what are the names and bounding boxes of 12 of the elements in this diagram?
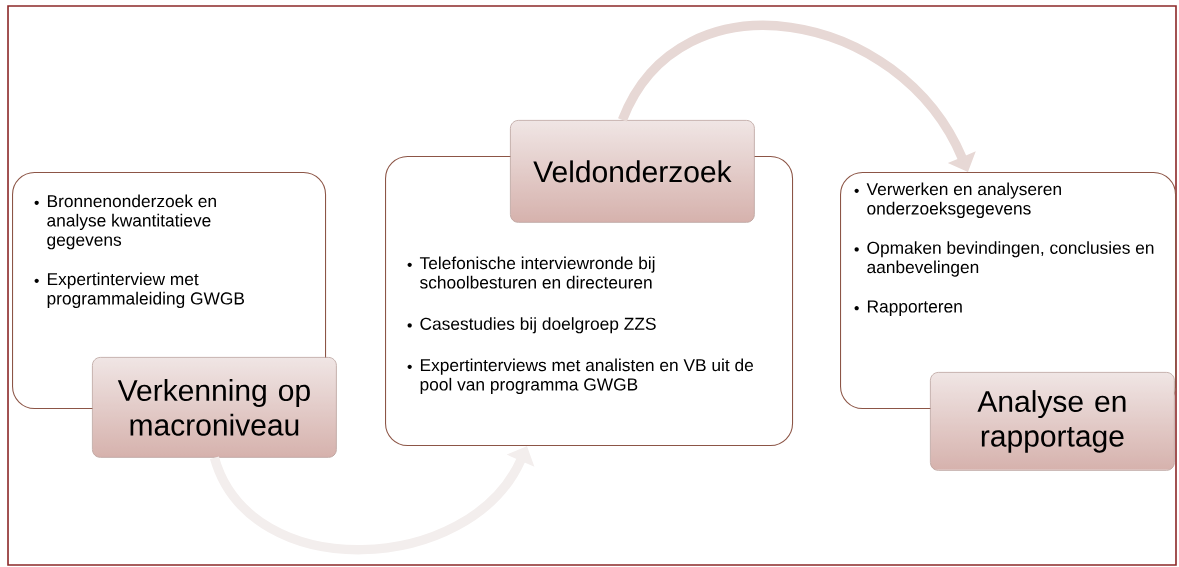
curved-arrow: [618, 20, 976, 172]
title-box: Veldonderzoek: [510, 120, 755, 223]
title-box: Verkenning op macroniveau: [92, 357, 337, 458]
bullet-item: Expertinterviews met analisten en VB uit de pool van programma GWGB: [407, 358, 753, 394]
bullet-item: Telefonische interviewronde bij schoolbesturen en directeuren: [407, 256, 655, 289]
bullet-item: Rapporteren: [854, 300, 962, 316]
bullet-item: Casestudies bij doelgroep ZZS: [407, 317, 656, 334]
bullet-item: Bronnenonderzoek en analyse kwantitatieve gegevens: [34, 194, 216, 250]
bullet-item: Verwerken en analyseren onderzoeksgegevens: [854, 182, 1061, 218]
title-box: Analyse en rapportage: [930, 372, 1175, 471]
bullet-item: Opmaken bevindingen, conclusies en aanbevelingen: [854, 241, 1154, 277]
bullet-item: Expertinterview met programmaleiding GWGB: [34, 272, 244, 308]
